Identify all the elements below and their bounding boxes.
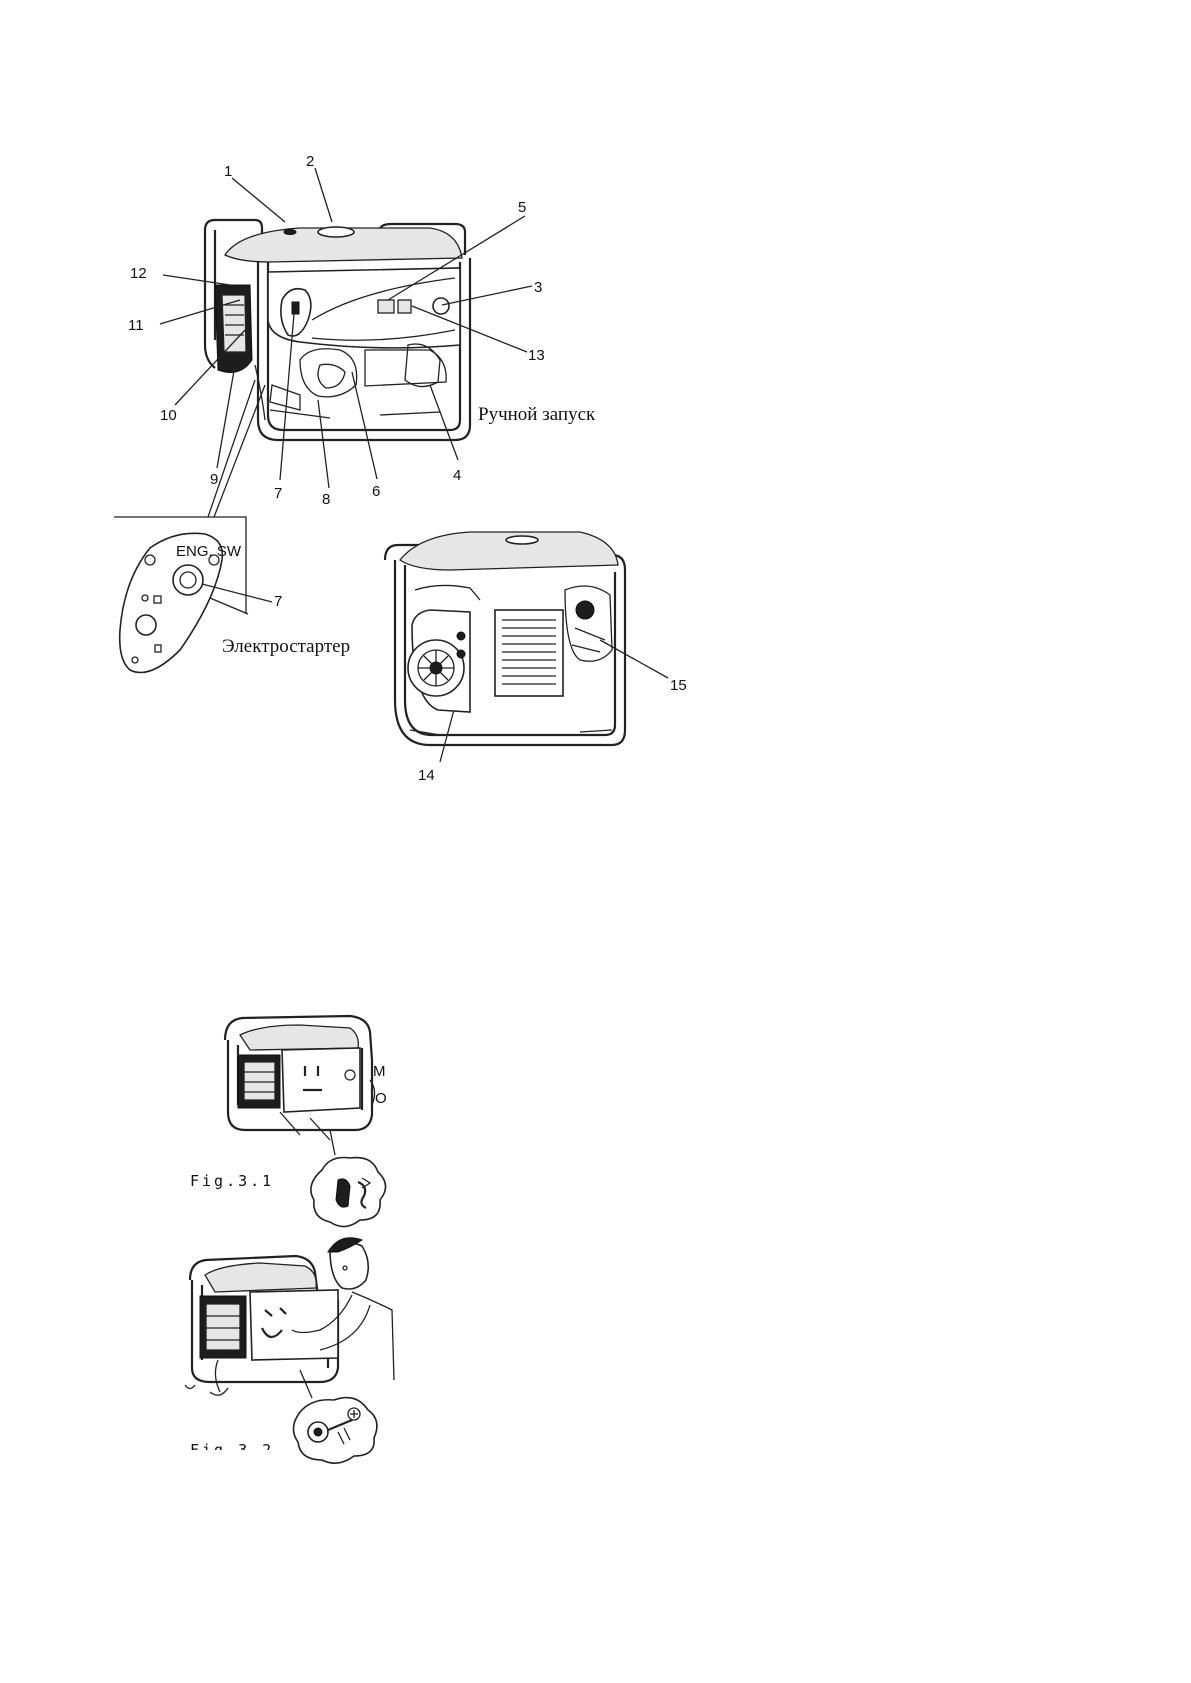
callout-11: 11 bbox=[128, 317, 144, 334]
inset-panel-text: ENG. SW bbox=[176, 543, 242, 560]
fig-3-1-illustration bbox=[223, 1014, 387, 1228]
fig-3-2-illustration bbox=[184, 1237, 395, 1464]
callout-10: 10 bbox=[160, 407, 177, 424]
callout-7: 7 bbox=[274, 485, 282, 502]
callout-2: 2 bbox=[306, 153, 314, 170]
electric-start-caption: Электростартер bbox=[222, 636, 350, 657]
technician-figure bbox=[291, 1237, 395, 1381]
callout-4: 4 bbox=[453, 467, 461, 484]
callout-1: 1 bbox=[224, 163, 232, 180]
generator-front-view bbox=[203, 218, 472, 442]
inset-callout-7: 7 bbox=[274, 593, 282, 610]
callout-15: 15 bbox=[670, 677, 687, 694]
fig-3-2-label: Fig.3.2 bbox=[190, 1441, 274, 1459]
callout-14: 14 bbox=[418, 767, 435, 784]
callout-3: 3 bbox=[534, 279, 542, 296]
manual-start-caption: Ручной запуск bbox=[478, 404, 596, 425]
callout-numbers: 1 2 3 4 5 6 7 8 9 10 11 12 13 14 15 bbox=[128, 153, 687, 784]
callout-8: 8 bbox=[322, 491, 330, 508]
callout-leaders bbox=[159, 167, 669, 763]
generator-rear-view bbox=[383, 531, 627, 747]
vent-slots bbox=[502, 619, 556, 685]
callout-13: 13 bbox=[528, 347, 545, 364]
callout-6: 6 bbox=[372, 483, 380, 500]
electric-start-inset: ENG. SW bbox=[114, 516, 273, 674]
fig-3-1-mark-m: M bbox=[373, 1063, 386, 1080]
fig-3-1-label: Fig.3.1 bbox=[190, 1172, 274, 1190]
callout-5: 5 bbox=[518, 199, 526, 216]
callout-9: 9 bbox=[210, 471, 218, 488]
fig-3-1-mark-o: O bbox=[375, 1090, 387, 1107]
callout-12: 12 bbox=[130, 265, 147, 282]
